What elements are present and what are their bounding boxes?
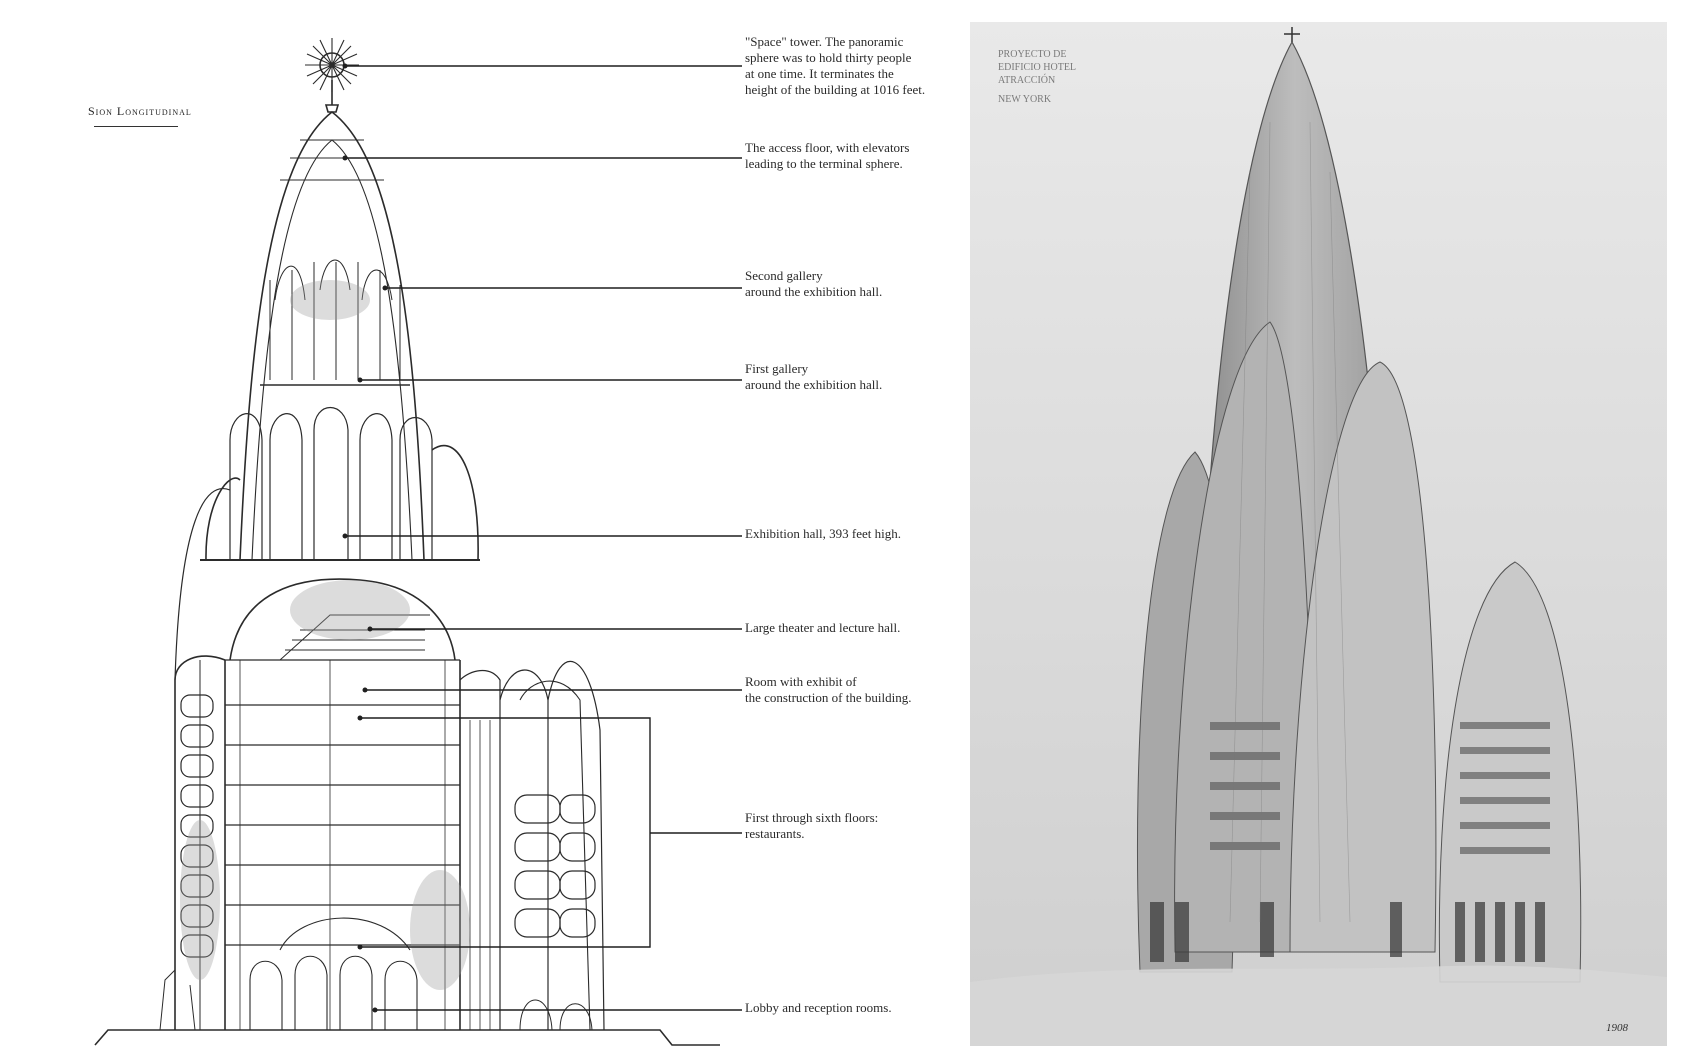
callout-access-floor: The access floor, with elevators leading… — [745, 140, 970, 172]
sketch-caption: PROYECTO DE EDIFICIO HOTEL ATRACCIÓN NEW… — [998, 48, 1076, 106]
artist-signature: 1908 — [1606, 1022, 1628, 1034]
section-title: Sion Longitudinal — [88, 104, 192, 118]
callout-text: Large theater and lecture hall. — [745, 620, 901, 635]
sun-star-icon — [305, 38, 359, 113]
caption-line: NEW YORK — [998, 94, 1052, 105]
caption-line: ATRACCIÓN — [998, 75, 1056, 86]
callout-text: Lobby and reception rooms. — [745, 1000, 892, 1015]
callout-text: Second gallery around the exhibition hal… — [745, 268, 883, 299]
perspective-sketch-panel: PROYECTO DE EDIFICIO HOTEL ATRACCIÓN NEW… — [970, 22, 1667, 1046]
callout-lobby: Lobby and reception rooms. — [745, 1000, 970, 1016]
callout-construction-exhibit: Room with exhibit of the construction of… — [745, 674, 970, 706]
callout-theater: Large theater and lecture hall. — [745, 620, 970, 636]
callout-second-gallery: Second gallery around the exhibition hal… — [745, 268, 970, 300]
callout-text: Room with exhibit of the construction of… — [745, 674, 912, 705]
callout-restaurants: First through sixth floors: restaurants. — [745, 810, 970, 842]
callout-first-gallery: First gallery around the exhibition hall… — [745, 361, 970, 393]
section-drawing-panel: Sion Longitudinal — [88, 34, 970, 1046]
caption-line: PROYECTO DE — [998, 49, 1067, 60]
callout-text: "Space" tower. The panoramic sphere was … — [745, 34, 926, 97]
callout-text: First through sixth floors: restaurants. — [745, 810, 879, 841]
section-title-underline — [94, 126, 178, 127]
caption-line: EDIFICIO HOTEL — [998, 62, 1077, 73]
callout-text: First gallery around the exhibition hall… — [745, 361, 883, 392]
callout-exhibition-hall: Exhibition hall, 393 feet high. — [745, 526, 970, 542]
callout-text: The access floor, with elevators leading… — [745, 140, 910, 171]
callout-text: Exhibition hall, 393 feet high. — [745, 526, 901, 541]
callout-space-tower: "Space" tower. The panoramic sphere was … — [745, 34, 970, 98]
section-drawing — [94, 38, 742, 1046]
perspective-sketch — [970, 22, 1667, 1046]
